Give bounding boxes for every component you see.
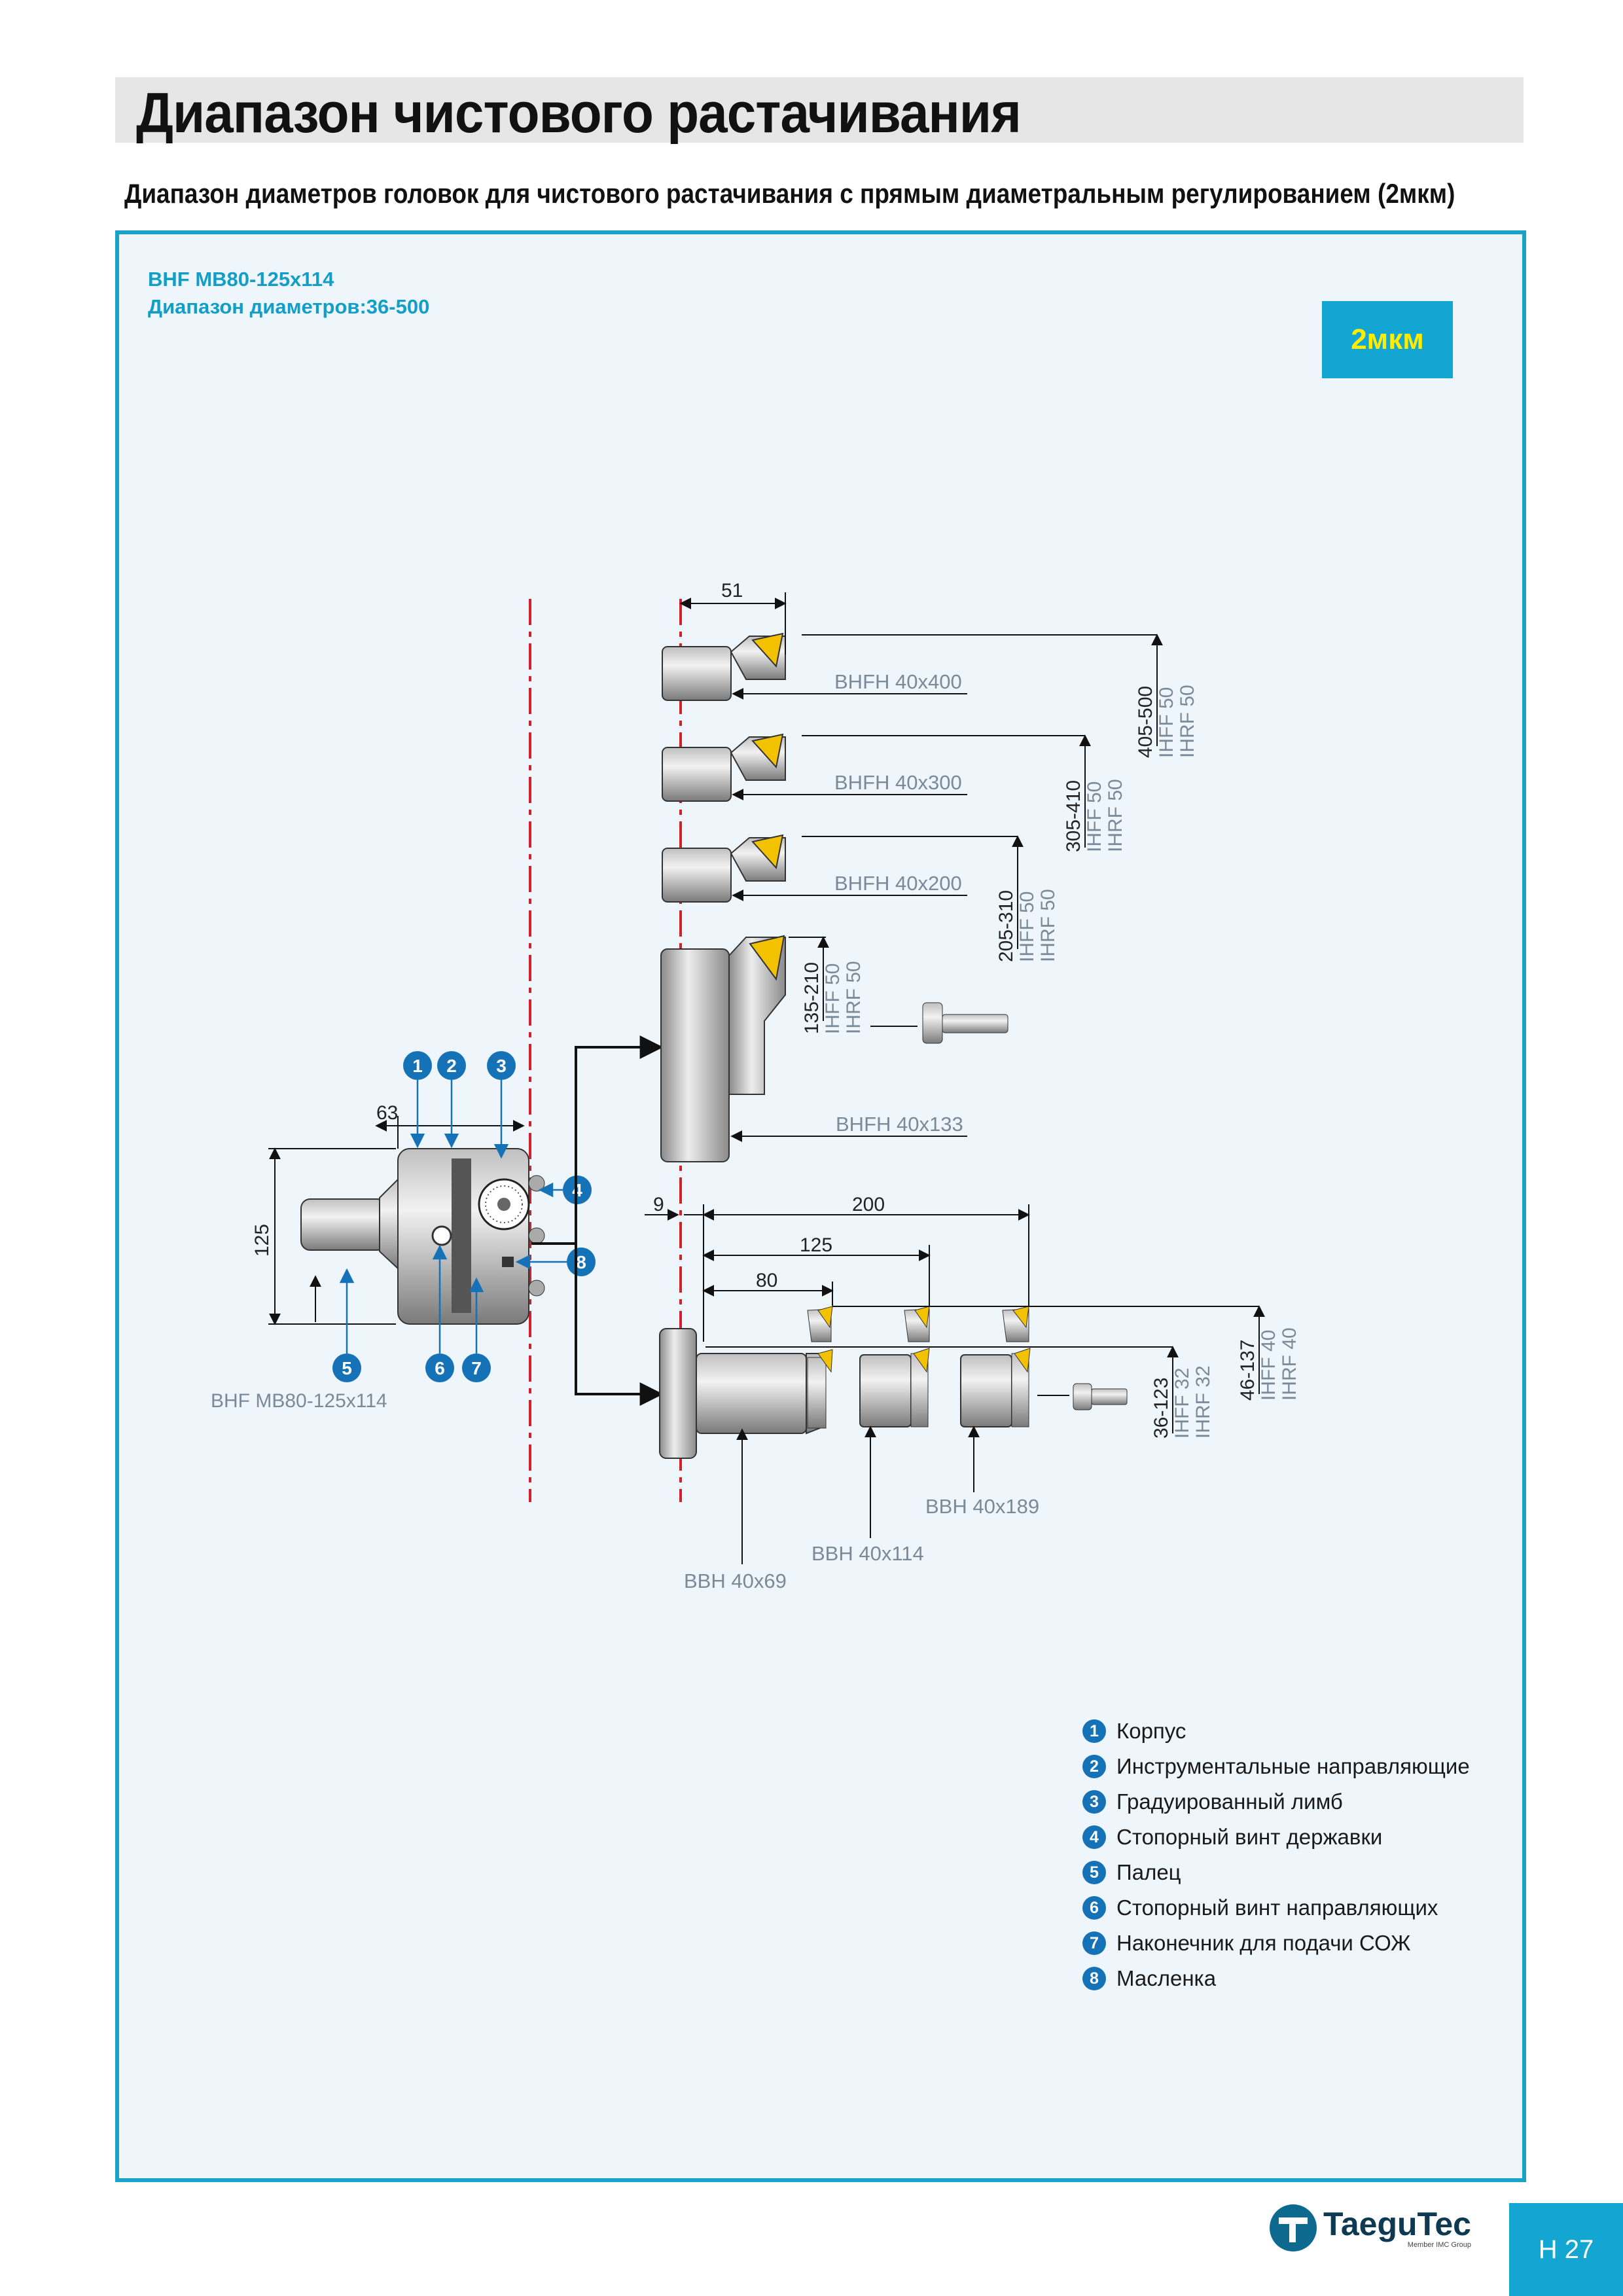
page-subtitle: Диапазон диаметров головок для чистового… bbox=[124, 178, 1455, 209]
legend-number: 2 bbox=[1082, 1755, 1106, 1778]
svg-text:6: 6 bbox=[435, 1358, 445, 1378]
legend-number: 1 bbox=[1082, 1719, 1106, 1743]
legend-item: 5 Палец bbox=[1082, 1855, 1470, 1890]
bbh-holders bbox=[659, 1306, 1128, 1459]
boring-head bbox=[300, 1148, 545, 1325]
legend-number: 7 bbox=[1082, 1931, 1106, 1955]
panel-range: Диапазон диаметров:36-500 bbox=[148, 295, 430, 318]
logo-name: TaeguTec bbox=[1323, 2206, 1471, 2242]
legend-item: 1 Корпус bbox=[1082, 1713, 1470, 1749]
bhfh-holders bbox=[660, 632, 1008, 1162]
panel-header: BHF MB80-125x114 Диапазон диаметров:36-5… bbox=[148, 266, 429, 321]
dim-125: 125 bbox=[251, 1224, 273, 1257]
legend-item: 6 Стопорный винт направляющих bbox=[1082, 1890, 1470, 1926]
legend-label: Наконечник для подачи СОЖ bbox=[1116, 1931, 1411, 1955]
callout-markers: 1 2 3 4 5 6 7 8 bbox=[332, 1051, 596, 1382]
dim-51: 51 bbox=[721, 580, 743, 601]
range-405-500: 405-500 bbox=[1135, 686, 1156, 758]
panel-model: BHF MB80-125x114 bbox=[148, 268, 334, 291]
dim-200: 200 bbox=[852, 1194, 885, 1215]
legend-item: 2 Инструментальные направляющие bbox=[1082, 1749, 1470, 1784]
label-bhfh-133: BHFH 40x133 bbox=[836, 1113, 963, 1136]
legend-number: 8 bbox=[1082, 1967, 1106, 1990]
label-bbh-69: BBH 40x69 bbox=[684, 1570, 787, 1592]
range-205-ihff: IHFF 50 bbox=[1016, 891, 1038, 962]
svg-text:2: 2 bbox=[446, 1056, 457, 1076]
svg-text:4: 4 bbox=[572, 1180, 582, 1200]
logo-icon bbox=[1270, 2204, 1317, 2251]
page-number: H 27 bbox=[1509, 2203, 1623, 2296]
page-title: Диапазон чистового растачивания bbox=[136, 82, 1022, 145]
range-36-ihff: IHFF 32 bbox=[1171, 1368, 1193, 1439]
legend-number: 3 bbox=[1082, 1790, 1106, 1814]
label-bhfh-400: BHFH 40x400 bbox=[834, 670, 962, 693]
legend-number: 4 bbox=[1082, 1825, 1106, 1849]
head-model-label: BHF MB80-125x114 bbox=[211, 1390, 387, 1412]
legend-item: 3 Градуированный лимб bbox=[1082, 1784, 1470, 1820]
svg-text:8: 8 bbox=[576, 1252, 586, 1272]
legend-label: Градуированный лимб bbox=[1116, 1789, 1343, 1814]
svg-text:1: 1 bbox=[412, 1056, 423, 1076]
label-bbh-189: BBH 40x189 bbox=[925, 1495, 1039, 1518]
legend-label: Корпус bbox=[1116, 1719, 1186, 1743]
legend-label: Стопорный винт направляющих bbox=[1116, 1895, 1438, 1920]
label-bhfh-300: BHFH 40x300 bbox=[834, 771, 962, 794]
legend-number: 6 bbox=[1082, 1896, 1106, 1920]
legend-item: 4 Стопорный винт державки bbox=[1082, 1820, 1470, 1855]
range-405-ihrf: IHRF 50 bbox=[1177, 685, 1198, 758]
legend-label: Инструментальные направляющие bbox=[1116, 1754, 1470, 1778]
range-135-ihrf: IHRF 50 bbox=[843, 961, 865, 1034]
legend-label: Стопорный винт державки bbox=[1116, 1825, 1383, 1849]
range-36-ihrf: IHRF 32 bbox=[1192, 1365, 1214, 1439]
title-bar: Диапазон чистового растачивания bbox=[115, 77, 1524, 145]
range-305-ihff: IHFF 50 bbox=[1084, 781, 1105, 852]
legend-item: 8 Масленка bbox=[1082, 1961, 1470, 1996]
svg-text:7: 7 bbox=[471, 1358, 482, 1378]
legend-label: Масленка bbox=[1116, 1966, 1217, 1990]
logo-subtitle: Member IMC Group bbox=[1407, 2241, 1471, 2249]
range-46-ihrf: IHRF 40 bbox=[1279, 1327, 1300, 1401]
legend-number: 5 bbox=[1082, 1861, 1106, 1884]
dim-80: 80 bbox=[756, 1270, 777, 1291]
svg-text:3: 3 bbox=[496, 1056, 507, 1076]
range-305-410: 305-410 bbox=[1063, 780, 1084, 852]
range-36-123: 36-123 bbox=[1150, 1378, 1172, 1439]
range-405-ihff: IHFF 50 bbox=[1156, 687, 1177, 758]
dim-9: 9 bbox=[653, 1194, 664, 1215]
legend-item: 7 Наконечник для подачи СОЖ bbox=[1082, 1926, 1470, 1961]
range-135-ihff: IHFF 50 bbox=[822, 963, 844, 1034]
label-bhfh-200: BHFH 40x200 bbox=[834, 872, 962, 895]
dim-125-b: 125 bbox=[800, 1234, 832, 1256]
range-46-ihff: IHFF 40 bbox=[1258, 1330, 1279, 1401]
range-46-137: 46-137 bbox=[1237, 1340, 1258, 1401]
precision-badge: 2мкм bbox=[1322, 301, 1453, 378]
dim-63: 63 bbox=[376, 1102, 398, 1124]
range-135-210: 135-210 bbox=[801, 962, 823, 1034]
range-205-310: 205-310 bbox=[995, 890, 1017, 962]
range-305-ihrf: IHRF 50 bbox=[1105, 779, 1126, 852]
taegutec-logo: TaeguTec Member IMC Group bbox=[1270, 2204, 1471, 2251]
legend-label: Палец bbox=[1116, 1860, 1181, 1884]
label-bbh-114: BBH 40x114 bbox=[812, 1542, 924, 1565]
range-205-ihrf: IHRF 50 bbox=[1037, 889, 1059, 962]
svg-text:5: 5 bbox=[342, 1358, 352, 1378]
legend: 1 Корпус 2 Инструментальные направляющие 3… bbox=[1082, 1713, 1470, 1996]
